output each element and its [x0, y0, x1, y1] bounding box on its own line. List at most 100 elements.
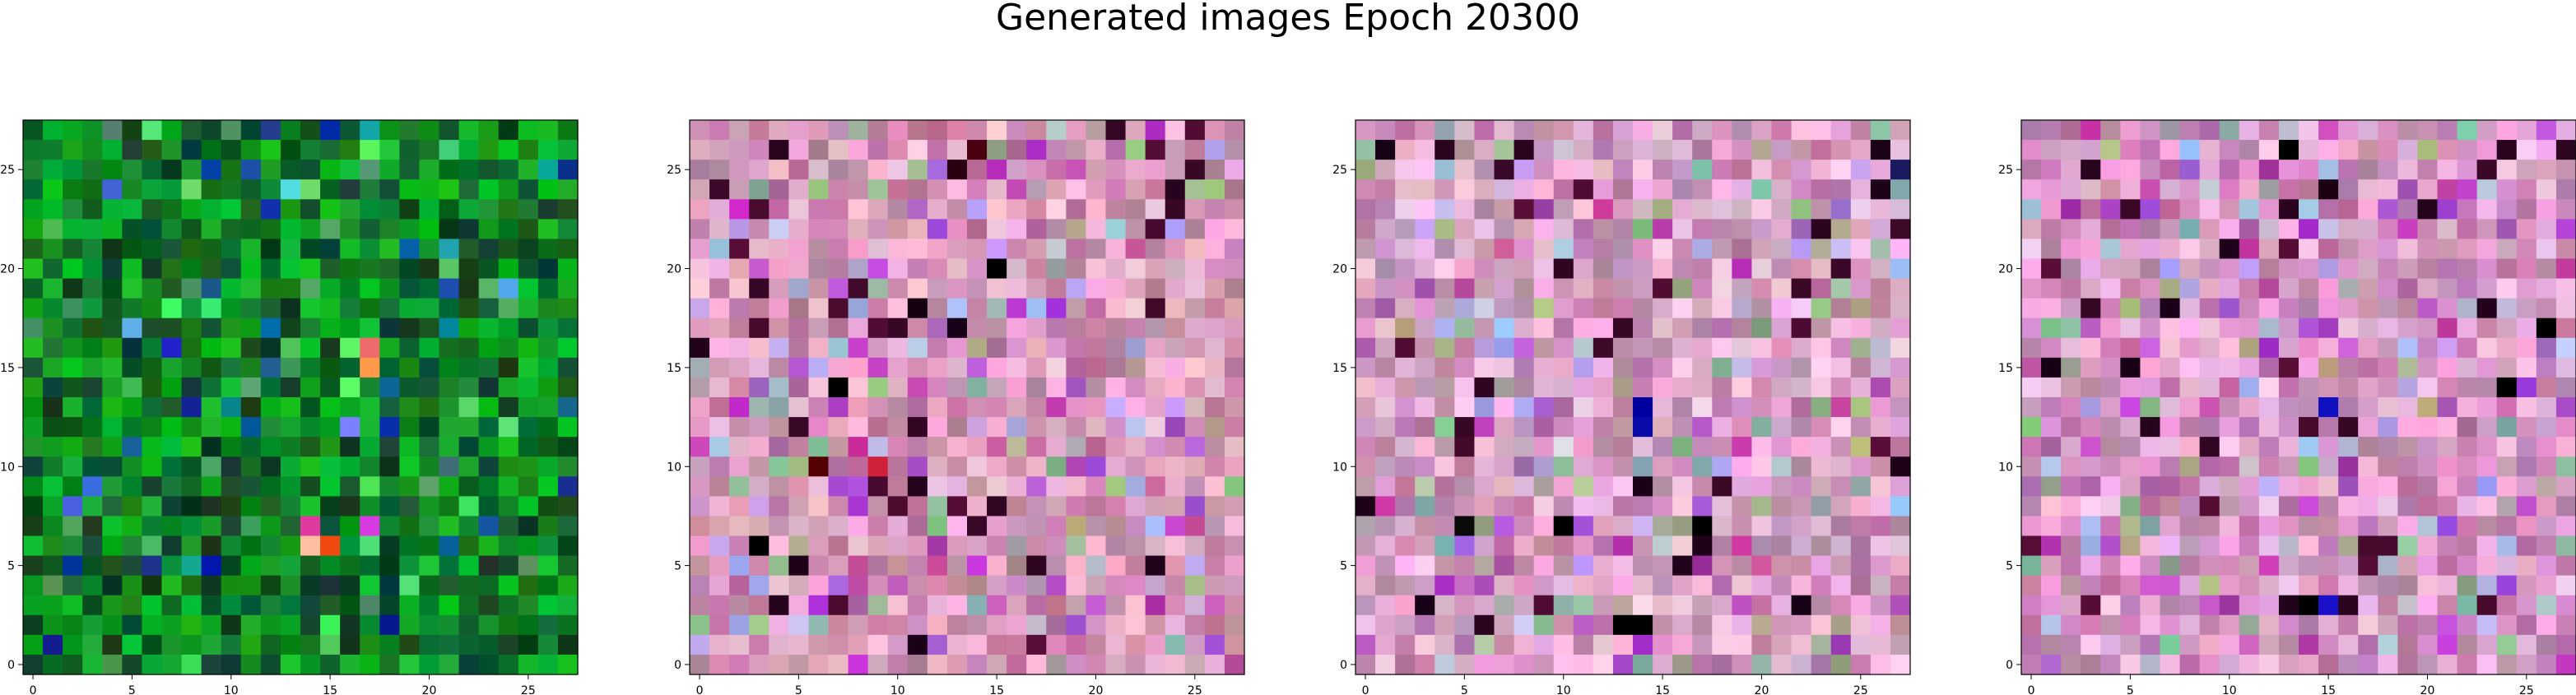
pixel-cell: [43, 496, 63, 517]
pixel-cell: [808, 595, 830, 616]
pixel-cell: [2476, 417, 2498, 438]
pixel-cell: [518, 120, 539, 141]
pixel-cell: [2318, 239, 2339, 260]
pixel-cell: [102, 654, 123, 675]
pixel-cell: [749, 239, 770, 260]
pixel-cell: [379, 634, 400, 656]
pixel-cell: [946, 258, 968, 280]
pixel-cell: [2378, 239, 2398, 260]
pixel-cell: [1553, 239, 1574, 260]
pixel-cell: [1474, 476, 1495, 497]
pixel-cell: [867, 496, 889, 517]
pixel-cell: [1007, 258, 1027, 280]
pixel-cell: [2397, 179, 2419, 200]
pixel-cell: [122, 120, 143, 141]
pixel-cell: [828, 199, 849, 220]
pixel-cell: [1732, 654, 1753, 675]
pixel-cell: [1105, 120, 1127, 141]
pixel-cell: [458, 575, 480, 596]
pixel-cell: [537, 417, 559, 438]
pixel-cell: [340, 357, 360, 378]
pixel-cell: [967, 555, 988, 577]
pixel-cell: [2358, 377, 2378, 398]
pixel-cell: [2179, 555, 2201, 577]
pixel-cell: [946, 614, 968, 636]
pixel-cell: [122, 377, 143, 398]
pixel-cell: [399, 437, 421, 457]
pixel-cell: [2358, 535, 2378, 557]
pixel-cell: [102, 239, 123, 260]
pixel-cell: [518, 595, 539, 616]
pixel-cell: [1732, 614, 1753, 636]
pixel-cell: [161, 575, 183, 596]
pixel-cell: [2278, 555, 2299, 577]
pixel-cell: [2081, 417, 2101, 438]
pixel-cell: [1771, 535, 1793, 557]
pixel-cell: [399, 120, 421, 141]
pixel-cell: [2397, 120, 2419, 141]
pixel-cell: [2239, 278, 2260, 299]
pixel-cell: [1224, 535, 1245, 557]
pixel-cell: [2278, 634, 2299, 656]
pixel-cell: [907, 199, 928, 220]
pixel-cell: [458, 140, 480, 160]
pixel-cell: [1633, 160, 1653, 180]
pixel-cell: [967, 298, 988, 319]
pixel-cell: [1355, 634, 1376, 656]
pixel-cell: [419, 575, 440, 596]
pixel-cell: [1007, 140, 1027, 160]
pixel-cell: [2021, 120, 2042, 141]
pixel-cell: [122, 476, 143, 497]
pixel-cell: [280, 456, 301, 477]
pixel-cell: [2536, 437, 2557, 457]
pixel-cell: [537, 120, 559, 141]
pixel-cell: [320, 516, 341, 537]
pixel-cell: [1105, 179, 1127, 200]
pixel-cell: [2140, 456, 2161, 477]
pixel-cell: [1633, 535, 1653, 557]
pixel-cell: [2081, 258, 2101, 280]
pixel-cell: [2536, 397, 2557, 418]
pixel-cell: [2041, 654, 2062, 675]
pixel-cell: [1791, 535, 1812, 557]
pixel-cell: [280, 535, 301, 557]
pixel-cell: [1165, 654, 1186, 675]
pixel-cell: [1692, 397, 1713, 418]
pixel-cell: [2457, 456, 2478, 477]
pixel-cell: [2536, 496, 2557, 517]
pixel-cell: [2160, 535, 2181, 557]
pixel-cell: [537, 179, 559, 200]
pixel-cell: [2437, 456, 2458, 477]
pixel-cell: [280, 397, 301, 418]
pixel-cell: [848, 417, 869, 438]
pixel-cell: [23, 357, 44, 378]
pixel-cell: [1553, 120, 1574, 141]
pixel-cell: [1612, 417, 1634, 438]
pixel-cell: [1533, 555, 1555, 577]
pixel-cell: [1751, 317, 1773, 339]
pixel-cell: [967, 160, 988, 180]
pixel-cell: [142, 437, 163, 457]
pixel-cell: [2061, 456, 2081, 477]
pixel-cell: [1224, 160, 1245, 180]
pixel-cell: [518, 456, 539, 477]
pixel-cell: [2299, 199, 2319, 220]
pixel-cell: [2555, 397, 2576, 418]
pixel-cell: [181, 575, 202, 596]
pixel-cell: [690, 476, 710, 497]
pixel-cell: [1007, 496, 1027, 517]
pixel-cell: [23, 476, 44, 497]
pixel-cell: [1870, 595, 1891, 616]
pixel-cell: [1573, 417, 1594, 438]
pixel-cell: [887, 258, 909, 280]
pixel-cell: [221, 634, 242, 656]
pixel-cell: [1830, 239, 1852, 260]
pixel-cell: [1533, 160, 1555, 180]
pixel-cell: [1830, 120, 1852, 141]
pixel-cell: [2179, 575, 2201, 596]
pixel-cell: [690, 219, 710, 240]
pixel-cell: [2278, 337, 2299, 359]
pixel-cell: [729, 239, 750, 260]
pixel-cell: [2140, 575, 2161, 596]
